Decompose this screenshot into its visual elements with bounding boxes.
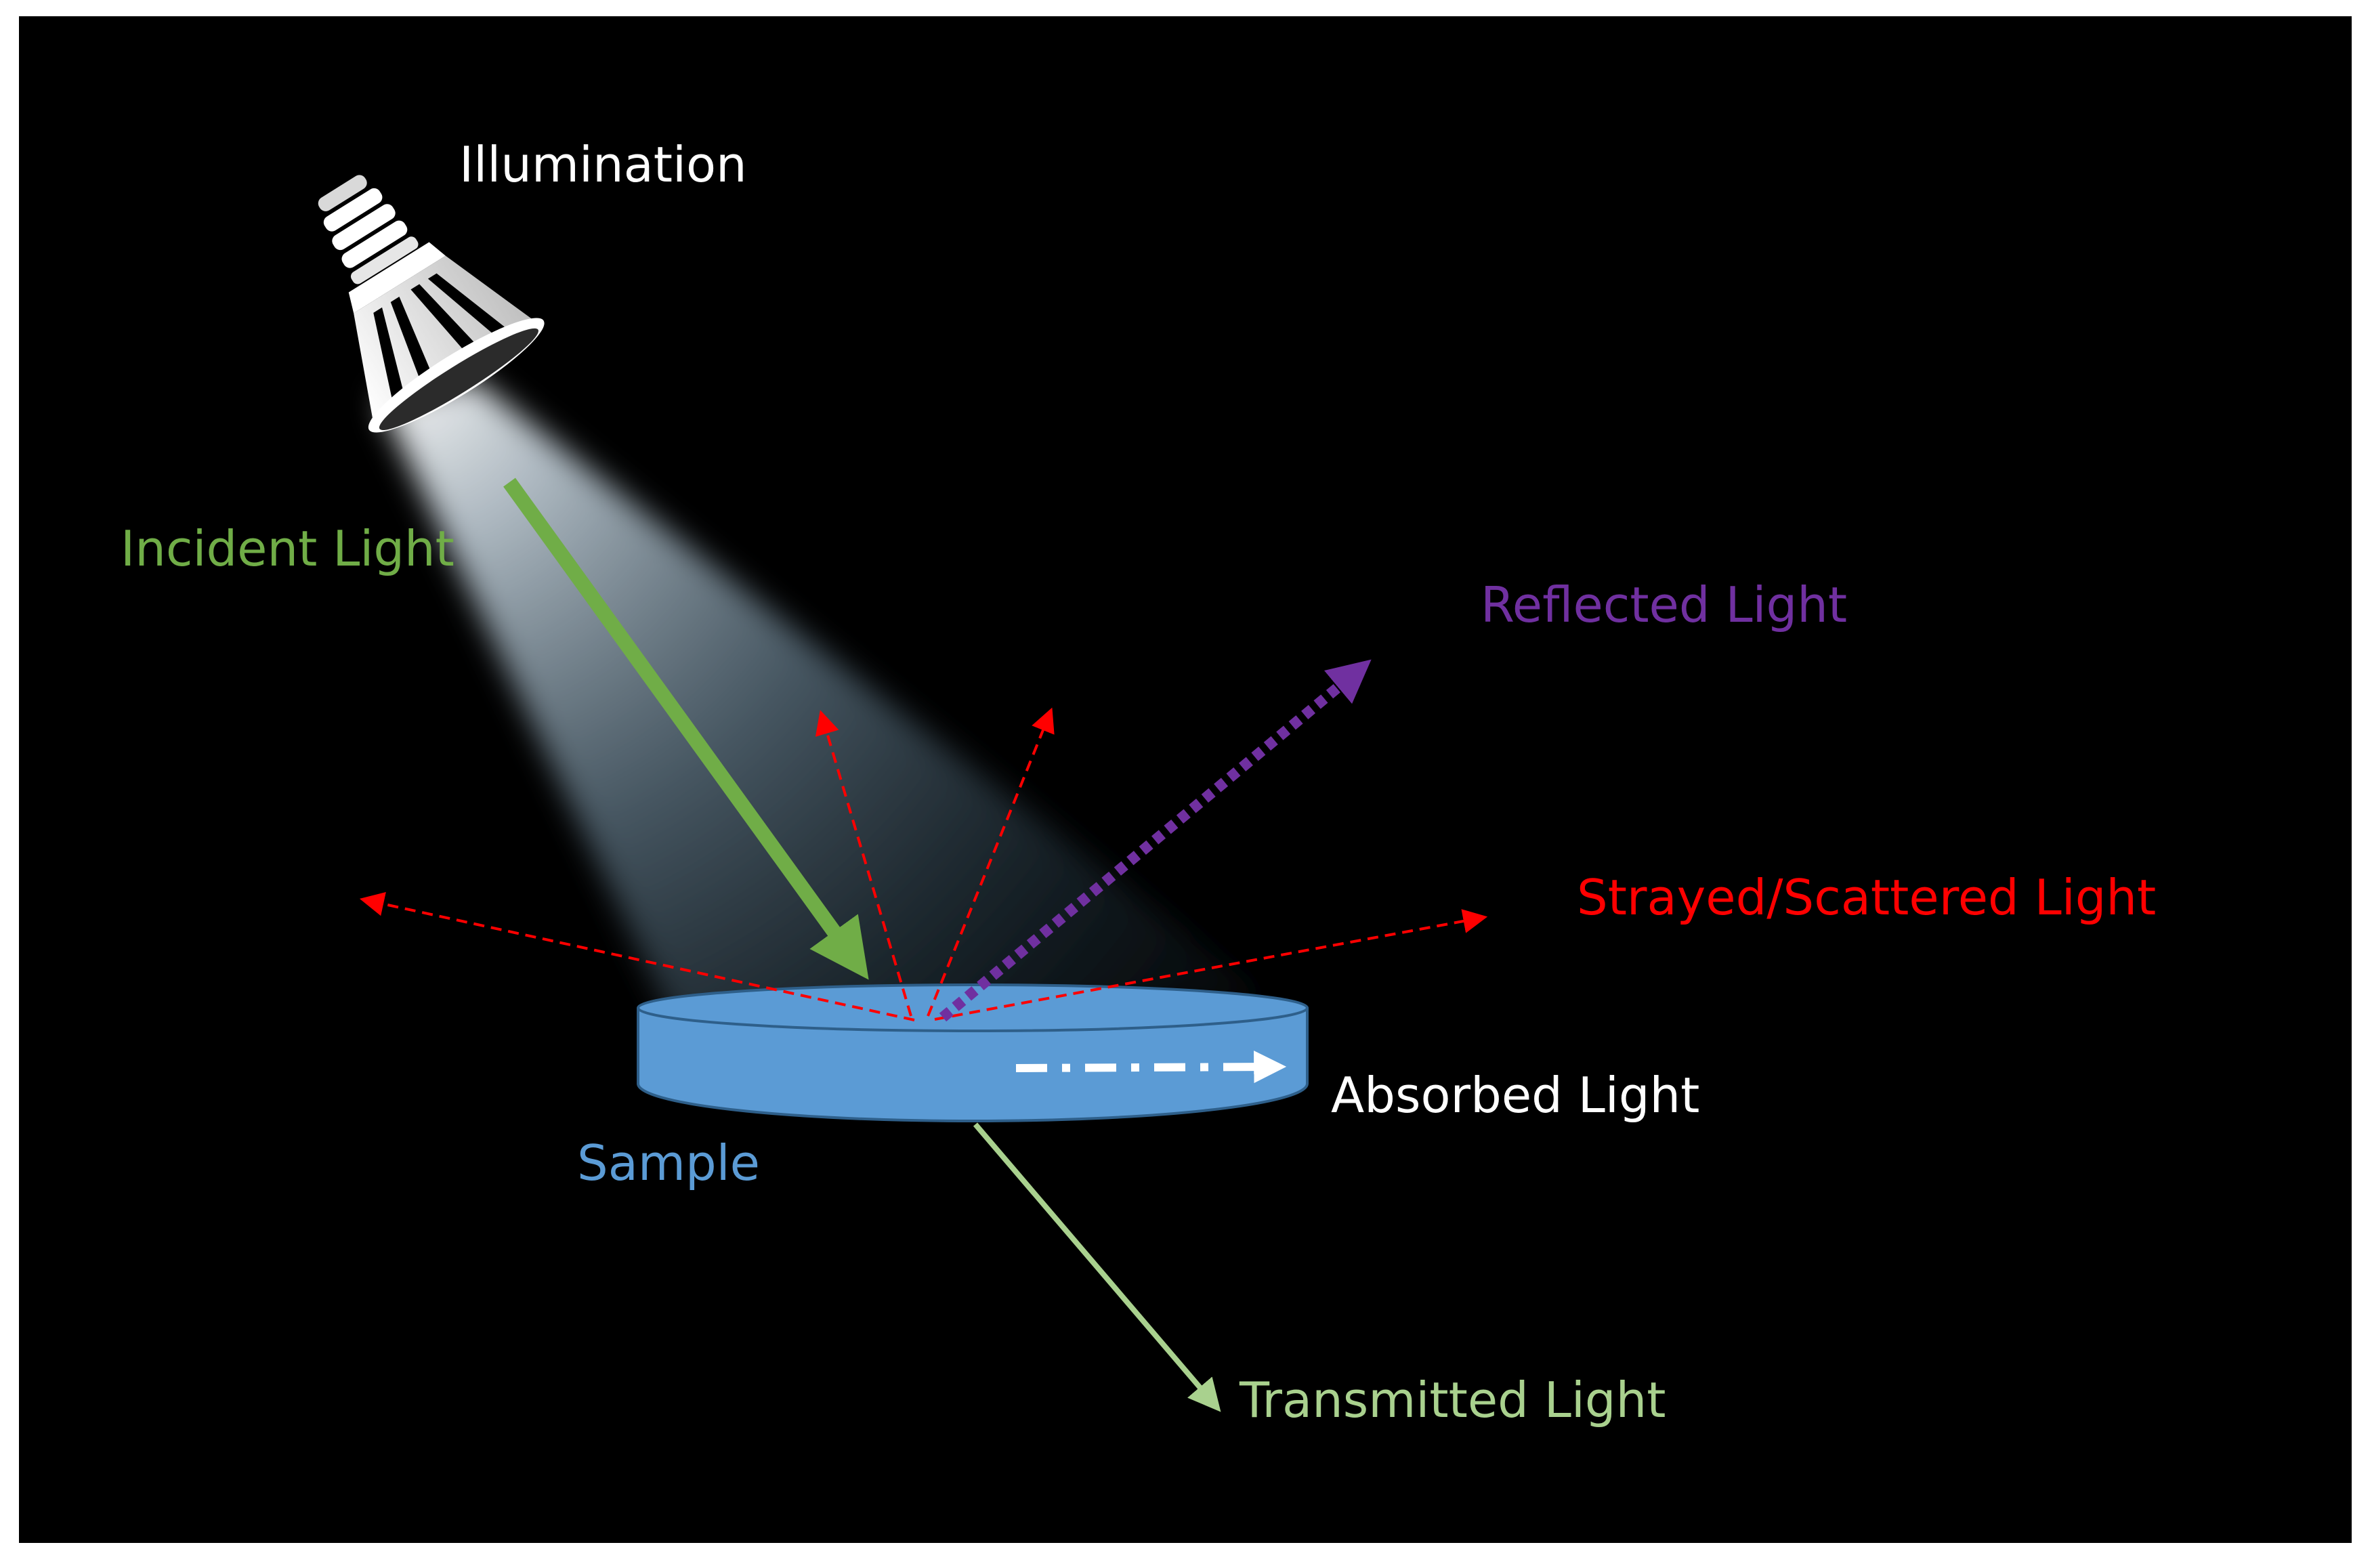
scattered-light-arrows [359, 707, 1488, 1021]
transmitted-light-arrow [973, 1122, 1221, 1412]
light-beam [379, 379, 1273, 1030]
sample-disc [637, 983, 1309, 1122]
scattered-arrow-right [934, 909, 1488, 1021]
absorbed-light-label: Absorbed Light [1331, 1067, 1699, 1124]
scattered-light-label: Strayed/Scattered Light [1577, 869, 2156, 926]
reflected-light-arrow [939, 659, 1372, 1022]
light-bulb-icon [318, 175, 545, 433]
sample-label: Sample [577, 1135, 760, 1191]
incident-light-label: Incident Light [121, 520, 454, 577]
transmitted-light-label: Transmitted Light [1239, 1372, 1666, 1428]
scattered-arrow-left [359, 892, 915, 1021]
reflected-light-label: Reflected Light [1481, 576, 1847, 633]
absorbed-light-arrow [1015, 1051, 1287, 1084]
scattered-arrow-up-right [927, 707, 1055, 1017]
incident-light-arrow [503, 478, 869, 980]
illumination-label: Illumination [459, 136, 747, 193]
